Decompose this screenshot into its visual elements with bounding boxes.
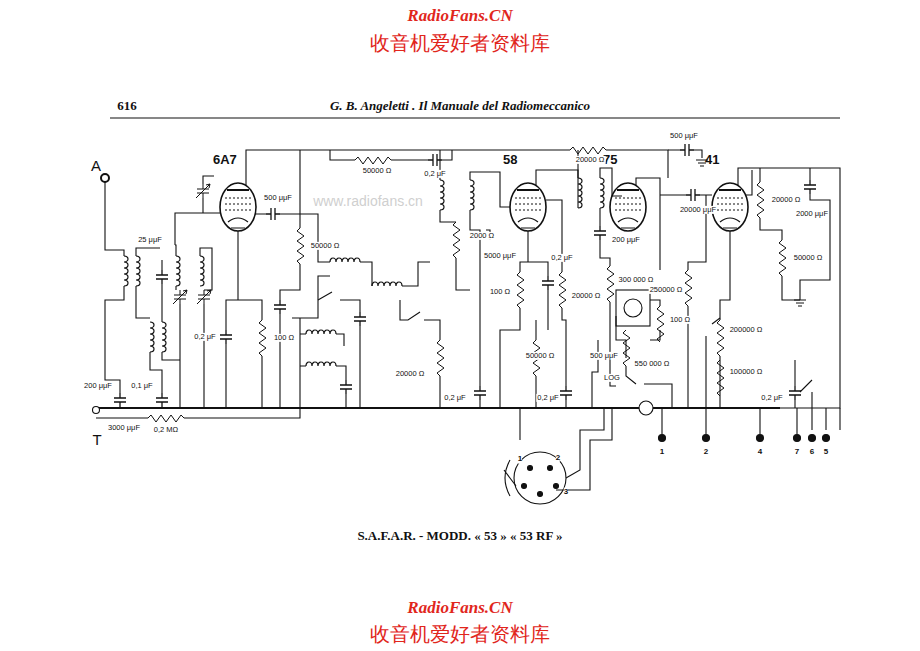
figure-caption: S.A.F.A.R. - MODD. « 53 » « 53 RF »: [0, 528, 920, 544]
component-value: 50000 Ω: [310, 242, 341, 250]
component-value: 100000 Ω: [729, 368, 764, 376]
terminal-number: 1: [518, 455, 522, 464]
watermark: RadioFans.CN: [407, 7, 512, 26]
terminal-number: 2: [556, 454, 560, 463]
component-value: 200 μμF: [611, 236, 641, 244]
page-header: 616: [117, 99, 137, 113]
vacuum-tube: 6A7: [213, 152, 263, 237]
watermark: www.radiofans.cn: [313, 194, 423, 209]
tube-type: 6A7: [213, 152, 263, 167]
component-value: 0,2 μF: [760, 394, 783, 402]
component-value: 50000 Ω: [362, 167, 393, 175]
component-value: 0,2 μF: [443, 394, 466, 402]
component-value: 0,2 μF: [536, 394, 559, 402]
watermark: 收音机爱好者资料库: [370, 32, 550, 54]
page-header: G. B. Angeletti . Il Manuale del Radiome…: [330, 99, 590, 113]
component-value: 25 μμF: [137, 236, 163, 244]
component-value: 5000 μμF: [483, 252, 517, 260]
component-value: 0,2 μF: [550, 254, 573, 262]
component-value: 20000 μμF: [679, 206, 717, 214]
watermark: RadioFans.CN: [407, 599, 512, 618]
component-value: 500 μμF: [589, 352, 619, 360]
tube-type: 75: [603, 152, 653, 167]
vacuum-tube: 41: [705, 152, 755, 237]
component-value: 250000 Ω: [649, 286, 684, 294]
component-value: 500 μμF: [263, 194, 293, 202]
terminal-number: 7: [795, 448, 799, 457]
vacuum-tube: 75: [603, 152, 653, 237]
component-value: 3000 μμF: [107, 424, 141, 432]
component-value: 20000 Ω: [575, 156, 606, 164]
component-value: 50000 Ω: [525, 352, 556, 360]
component-value: 2000 μμF: [795, 210, 829, 218]
terminal-number: 6: [810, 448, 814, 457]
component-value: 0,2 μF: [193, 333, 216, 341]
terminal-number: 4: [758, 448, 762, 457]
component-value: 20000 Ω: [771, 196, 802, 204]
terminal-number: 2: [704, 448, 708, 457]
terminal-label: A: [91, 158, 101, 175]
component-value: 100 Ω: [273, 334, 295, 342]
terminal-label: T: [92, 432, 101, 449]
component-value: 0,1 μF: [130, 382, 153, 390]
terminal-number: 1: [660, 448, 664, 457]
component-value: LOG: [603, 374, 621, 382]
watermark: 收音机爱好者资料库: [370, 623, 550, 645]
component-value: 20000 Ω: [571, 292, 602, 300]
component-value: 100 Ω: [669, 316, 691, 324]
component-value: 0,2 MΩ: [153, 426, 179, 434]
component-value: 500 μμF: [669, 132, 699, 140]
component-value: 2000 Ω: [469, 232, 495, 240]
terminal-number: 5: [824, 448, 828, 457]
component-value: 200 μμF: [83, 382, 113, 390]
tube-type: 58: [503, 152, 553, 167]
tube-type: 41: [705, 152, 755, 167]
component-value: 50000 Ω: [793, 254, 824, 262]
component-value: 0,2 μF: [423, 170, 446, 178]
component-value: 20000 Ω: [395, 370, 426, 378]
component-value: 100 Ω: [489, 288, 511, 296]
component-value: 550 000 Ω: [634, 360, 671, 368]
vacuum-tube: 58: [503, 152, 553, 237]
component-value: 300 000 Ω: [618, 276, 655, 284]
terminal-number: 3: [564, 488, 568, 497]
component-value: 200000 Ω: [729, 326, 764, 334]
